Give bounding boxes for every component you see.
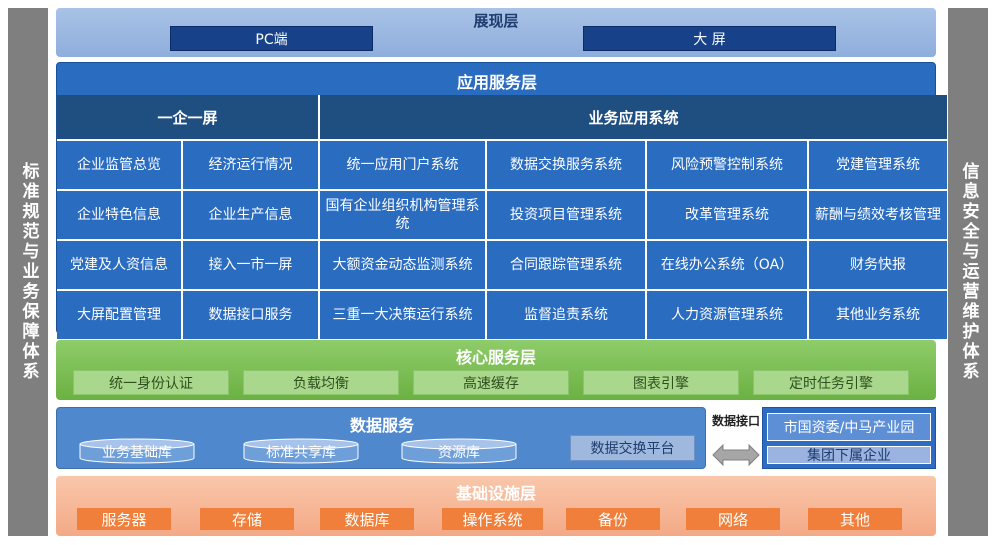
app-cell: 其他业务系统 [809, 291, 947, 339]
core-services-layer: 核心服务层 统一身份认证 负载均衡 高速缓存 图表引擎 定时任务引擎 [56, 340, 936, 400]
presentation-title: 展现层 [473, 12, 519, 30]
app-cell: 合同跟踪管理系统 [487, 241, 645, 289]
app-cell: 企业生产信息 [183, 191, 318, 239]
database-icon [79, 438, 195, 464]
app-cell: 投资项目管理系统 [487, 191, 645, 239]
core-service-item: 负载均衡 [243, 370, 399, 395]
double-arrow-icon [712, 444, 760, 466]
infrastructure-layer: 基础设施层 服务器 存储 数据库 操作系统 备份 网络 其他 [56, 476, 936, 536]
app-cell: 接入一市一屏 [183, 241, 318, 289]
app-cell: 大额资金动态监测系统 [320, 241, 485, 289]
app-cell: 在线办公系统（OA） [647, 241, 807, 289]
infra-item: 网络 [686, 508, 780, 530]
right-pillar: 信息安全与运营维护体系 [948, 8, 988, 536]
app-cell: 风险预警控制系统 [647, 141, 807, 189]
database-icon [243, 438, 359, 464]
core-title: 核心服务层 [455, 348, 536, 367]
left-pillar-label: 标准规范与业务保障体系 [18, 162, 39, 382]
presentation-layer: 展现层 PC端 大 屏 [56, 8, 936, 57]
app-cell: 薪酬与绩效考核管理 [809, 191, 947, 239]
database-cylinder: 业务基础库 [79, 438, 195, 464]
infra-item: 备份 [566, 508, 660, 530]
left-pillar: 标准规范与业务保障体系 [8, 8, 48, 536]
core-service-item: 高速缓存 [413, 370, 569, 395]
core-service-item: 统一身份认证 [73, 370, 229, 395]
app-cell: 党建管理系统 [809, 141, 947, 189]
database-cylinder: 资源库 [401, 438, 517, 464]
infra-item: 操作系统 [442, 508, 543, 530]
app-cell: 企业特色信息 [57, 191, 181, 239]
app-cell: 改革管理系统 [647, 191, 807, 239]
app-cell: 财务快报 [809, 241, 947, 289]
infra-item: 数据库 [320, 508, 414, 530]
group-header-one-enterprise: 一企一屏 [57, 95, 318, 139]
big-screen-box: 大 屏 [583, 26, 836, 51]
right-pillar-label: 信息安全与运营维护体系 [958, 162, 979, 382]
database-cylinder: 标准共享库 [243, 438, 359, 464]
infra-item: 存储 [200, 508, 294, 530]
infra-item: 服务器 [77, 508, 171, 530]
enterprise-panel: 市国资委/中马产业园 集团下属企业 [762, 407, 936, 469]
database-label: 标准共享库 [266, 445, 336, 461]
app-cell: 党建及人资信息 [57, 241, 181, 289]
application-title: 应用服务层 [456, 73, 537, 92]
data-interface-label: 数据接口 [712, 414, 761, 428]
app-cell: 企业监管总览 [57, 141, 181, 189]
database-icon [401, 438, 517, 464]
app-cell: 经济运行情况 [183, 141, 318, 189]
app-cell: 大屏配置管理 [57, 291, 181, 339]
data-exchange-platform: 数据交换平台 [570, 435, 695, 461]
application-layer: 应用服务层 一企一屏 业务应用系统 企业监管总览 经济运行情况 统一应用门户系统… [56, 62, 947, 339]
enterprise-subsidiaries: 集团下属企业 [767, 446, 931, 464]
app-cell: 人力资源管理系统 [647, 291, 807, 339]
database-label: 资源库 [438, 445, 480, 461]
app-cell: 三重一大决策运行系统 [320, 291, 485, 339]
app-cell: 数据交换服务系统 [487, 141, 645, 189]
core-service-item: 定时任务引擎 [753, 370, 909, 395]
app-cell: 数据接口服务 [183, 291, 318, 339]
enterprise-sasac: 市国资委/中马产业园 [767, 413, 931, 441]
data-services-panel: 数据服务 业务基础库 标准共享库 资源库 数据交换平台 [56, 407, 706, 469]
infra-item: 其他 [808, 508, 902, 530]
group-header-business-systems: 业务应用系统 [320, 95, 947, 139]
app-cell: 国有企业组织机构管理系统 [320, 191, 485, 239]
app-cell: 统一应用门户系统 [320, 141, 485, 189]
pc-terminal-box: PC端 [170, 26, 373, 51]
application-grid: 一企一屏 业务应用系统 企业监管总览 经济运行情况 统一应用门户系统 数据交换服… [57, 95, 947, 339]
database-label: 业务基础库 [102, 445, 172, 461]
app-cell: 监督追责系统 [487, 291, 645, 339]
core-service-item: 图表引擎 [583, 370, 739, 395]
data-services-title: 数据服务 [349, 416, 414, 435]
infrastructure-title: 基础设施层 [455, 484, 536, 503]
